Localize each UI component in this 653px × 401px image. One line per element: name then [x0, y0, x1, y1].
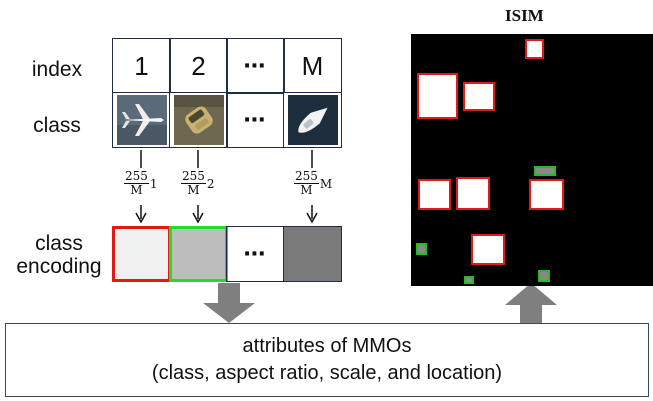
isim-object [456, 177, 490, 210]
isim-title: ISIM [505, 6, 544, 25]
class-encoding-label: class encoding [4, 232, 114, 278]
isim-object [525, 39, 544, 59]
airplane-icon [116, 95, 167, 145]
class-cell-boat [283, 92, 342, 148]
class-cell-airplane [112, 92, 171, 148]
formula-m-numerator: 255 [294, 169, 319, 184]
formula-1-multiplier: 1 [149, 177, 158, 192]
formula-2-numerator: 255 [181, 169, 206, 184]
arrowhead-m [306, 212, 318, 224]
arrowhead-1 [135, 212, 147, 224]
encoding-cell-2 [169, 226, 228, 282]
formula-1-numerator: 255 [124, 169, 149, 184]
encoding-ellipsis: ⋯ [243, 241, 268, 266]
class-cell-ellipsis: ⋯ [226, 92, 285, 148]
index-value-2: 2 [191, 50, 206, 81]
index-cell-ellipsis: ⋯ [226, 38, 285, 94]
isim-object [529, 179, 564, 210]
attributes-detail: (class, aspect ratio, scale, and locatio… [151, 362, 503, 384]
index-cell-2: 2 [169, 38, 228, 94]
index-cell-1: 1 [112, 38, 171, 94]
index-cell-m: M [283, 38, 342, 94]
class-cell-car [169, 92, 228, 148]
isim-object [416, 243, 427, 255]
car-icon [173, 95, 224, 145]
class-encoding-label-line1: class [35, 232, 83, 255]
up-arrow [505, 283, 557, 325]
class-label: class [33, 114, 81, 137]
formula-2-denominator: M [187, 182, 200, 197]
formula-m-denominator: M [300, 182, 313, 197]
index-ellipsis: ⋯ [243, 53, 268, 78]
index-value-1: 1 [134, 50, 149, 81]
attributes-title: attributes of MMOs [242, 335, 412, 357]
isim-object [463, 82, 495, 111]
formula-2-multiplier: 2 [206, 177, 215, 192]
isim-object [471, 234, 505, 265]
isim-object [464, 276, 474, 284]
isim-object [538, 270, 550, 282]
class-ellipsis: ⋯ [243, 107, 268, 132]
class-encoding-label-line2: encoding [16, 255, 102, 279]
arrowhead-2 [192, 212, 204, 224]
formula-1-denominator: M [130, 182, 143, 197]
isim-image [411, 34, 653, 286]
isim-object [418, 179, 451, 210]
formula-m-multiplier: M [319, 177, 333, 192]
encoding-cell-ellipsis: ⋯ [226, 226, 285, 282]
isim-object [534, 166, 556, 176]
down-arrow [203, 283, 255, 323]
index-label: index [31, 58, 83, 81]
boat-icon [287, 95, 338, 145]
attributes-box: attributes of MMOs (class, aspect ratio,… [5, 323, 649, 397]
encoding-cell-m [283, 226, 342, 282]
isim-object [417, 73, 458, 119]
encoding-cell-1 [112, 226, 171, 282]
index-value-m: M [301, 50, 324, 81]
